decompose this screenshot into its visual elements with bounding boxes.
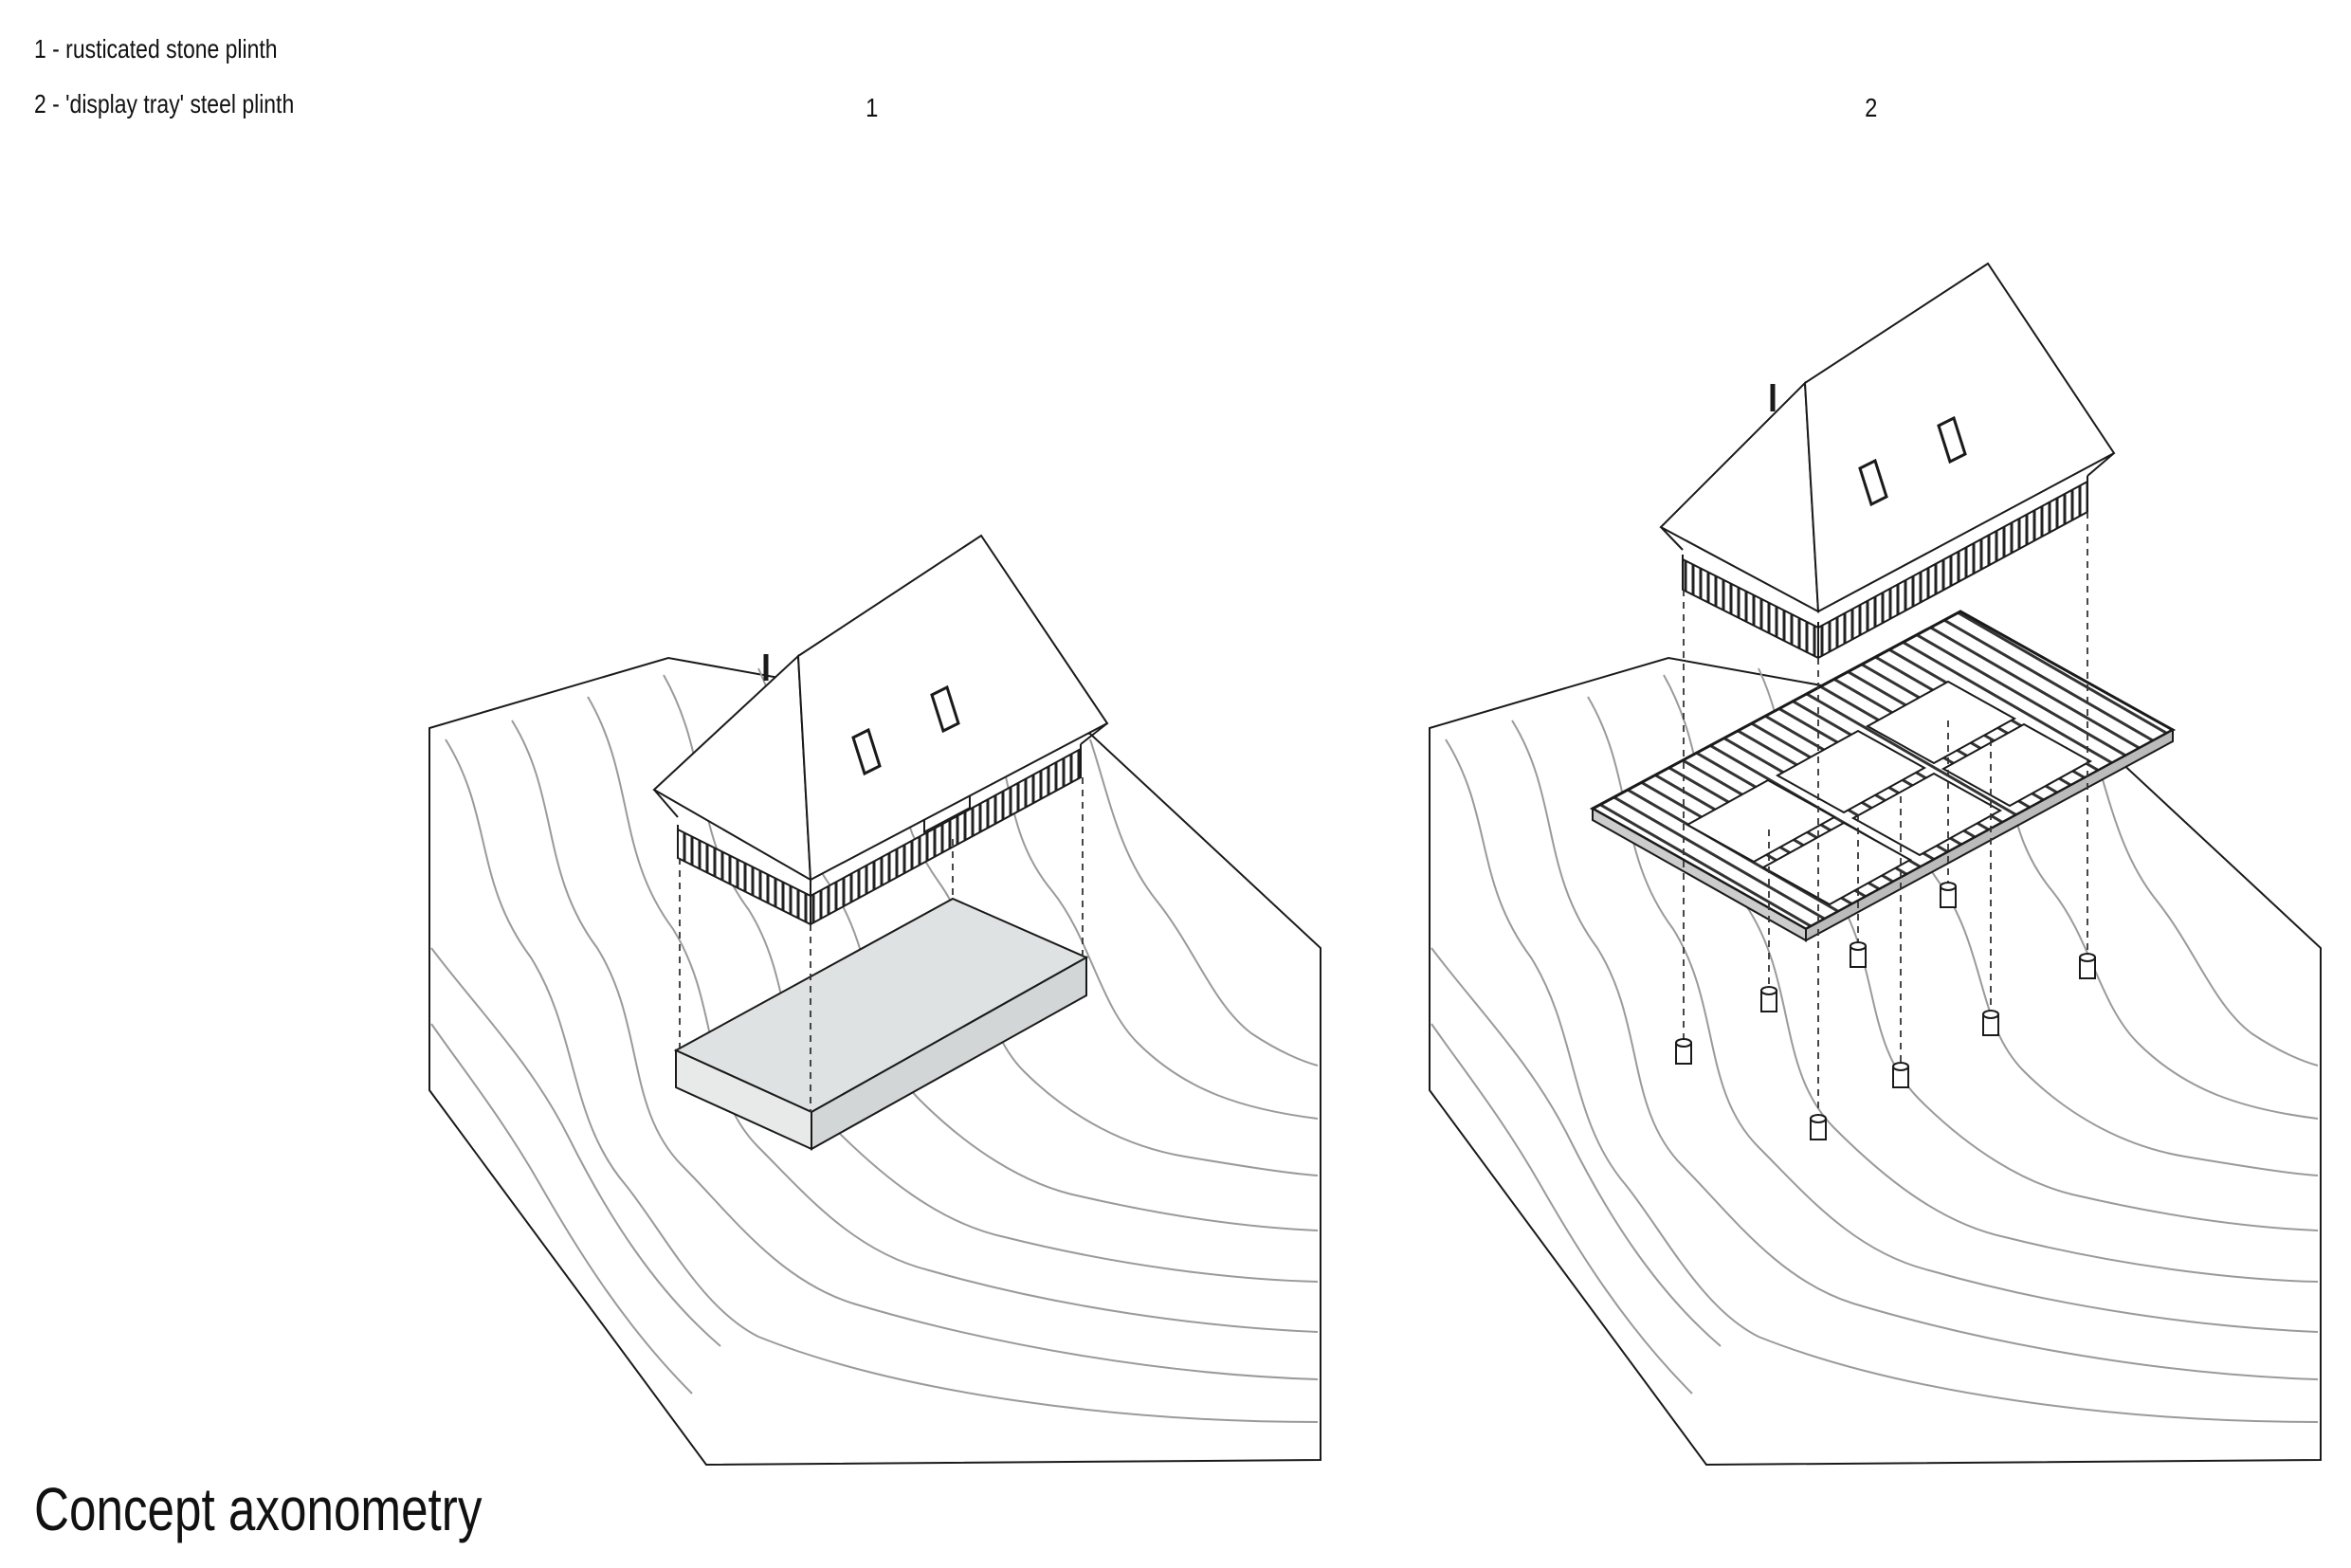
stone-plinth — [673, 897, 1089, 1151]
pile-footing — [1760, 986, 1777, 1012]
panel-1-number: 1 — [866, 93, 879, 122]
page-title: Concept axonometry — [34, 1475, 483, 1543]
panel-2-pile-footings — [1675, 882, 2096, 1140]
steel-tray-grid-cells — [1685, 680, 2093, 906]
panel-2-number: 2 — [1865, 93, 1878, 122]
panel-2-terrain-outline — [1429, 656, 2322, 1467]
steel-display-tray — [1589, 610, 2177, 942]
pile-footing — [1810, 1114, 1827, 1140]
pile-footing — [1850, 941, 1867, 968]
panel-1-roof-window-1 — [851, 727, 882, 776]
steel-tray-edge-side — [1805, 728, 2174, 942]
pile-footing — [1982, 1010, 1999, 1036]
pile-footing — [1940, 882, 1957, 908]
legend: 1 - rusticated stone plinth 2 - 'display… — [34, 36, 294, 146]
legend-item-1: 1 - rusticated stone plinth — [34, 34, 278, 64]
panel-1-house — [652, 534, 1109, 926]
pile-footing — [1675, 1038, 1692, 1065]
panel-2-roof-window-1 — [1858, 458, 1888, 507]
panel-2-roof-window-2 — [1937, 415, 1967, 465]
legend-item-2: 2 - 'display tray' steel plinth — [34, 89, 295, 119]
panel-2-house — [1659, 262, 2116, 660]
panel-1-dashed-guides — [679, 777, 1084, 1112]
stone-plinth-side-face — [811, 956, 1087, 1151]
pile-footing — [1892, 1062, 1909, 1088]
pile-footing — [2079, 953, 2096, 979]
panel-1-roof-window-2 — [930, 684, 960, 734]
panel-2-dashed-guides — [1683, 512, 2088, 1119]
